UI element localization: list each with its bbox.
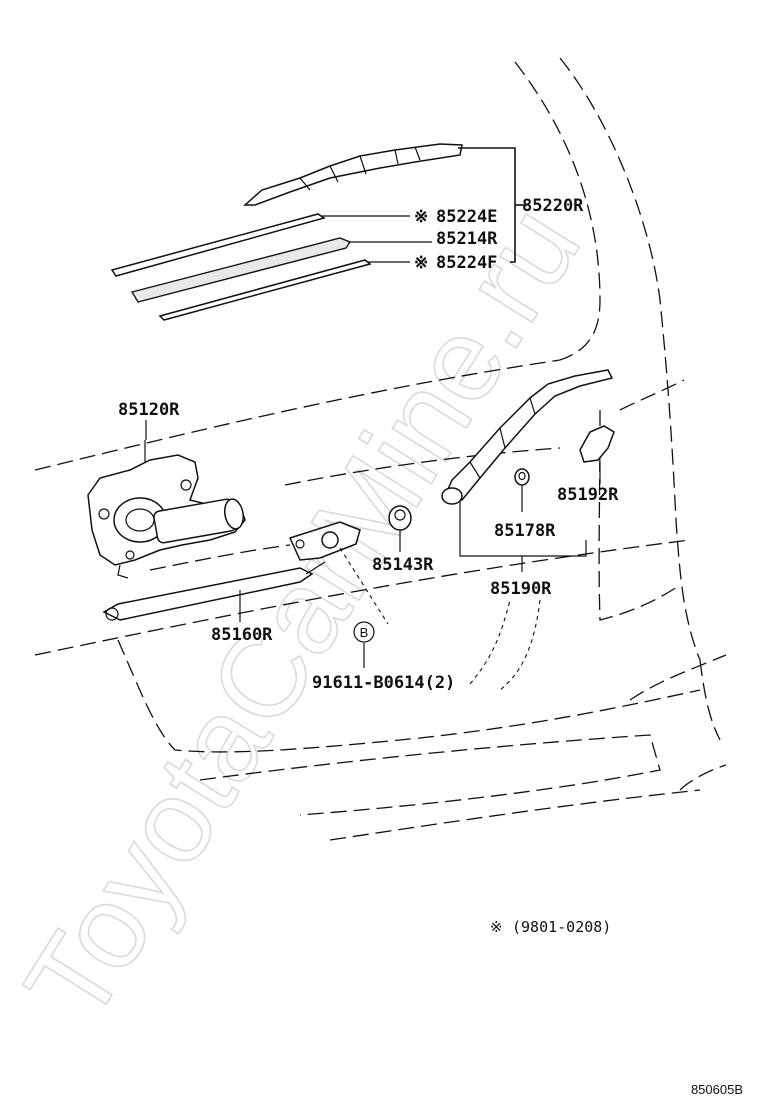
callout-b: B xyxy=(353,621,375,643)
label-85120R: 85120R xyxy=(118,400,180,420)
label-85192R: 85192R xyxy=(557,485,619,505)
marker-85224E: ※ xyxy=(414,207,428,227)
wiper-link-85160R xyxy=(102,521,361,621)
note-text: (9801-0208) xyxy=(512,918,611,936)
figure-code: 850605B xyxy=(691,1082,743,1097)
label-85214R: 85214R xyxy=(436,229,498,249)
arm-cap-85192R xyxy=(579,425,615,463)
leader-lines-lower xyxy=(145,420,601,691)
wiper-motor-85120R xyxy=(87,440,246,579)
leader-lines-blade xyxy=(322,147,525,263)
grommet-85143R xyxy=(388,505,412,531)
wiper-arm-85190R xyxy=(441,369,614,505)
vehicle-body-outline xyxy=(34,57,727,841)
note-marker: ※ xyxy=(490,918,503,936)
label-85190R: 85190R xyxy=(490,579,552,599)
label-85178R: 85178R xyxy=(494,521,556,541)
label-85220R: 85220R xyxy=(522,196,584,216)
wiper-blade-85220R xyxy=(243,143,463,206)
label-85224F: 85224F xyxy=(436,253,497,273)
callout-b-letter: B xyxy=(360,625,369,640)
nut-85178R xyxy=(514,468,530,486)
watermark-text: ToyotaCarMine.ru xyxy=(0,184,605,1044)
label-85160R: 85160R xyxy=(211,625,273,645)
label-91611-B0614: 91611-B0614(2) xyxy=(312,673,455,693)
label-85224E: 85224E xyxy=(436,207,497,227)
blade-rubber-parts xyxy=(110,213,372,321)
marker-85224F: ※ xyxy=(414,253,428,273)
label-85143R: 85143R xyxy=(372,555,434,575)
